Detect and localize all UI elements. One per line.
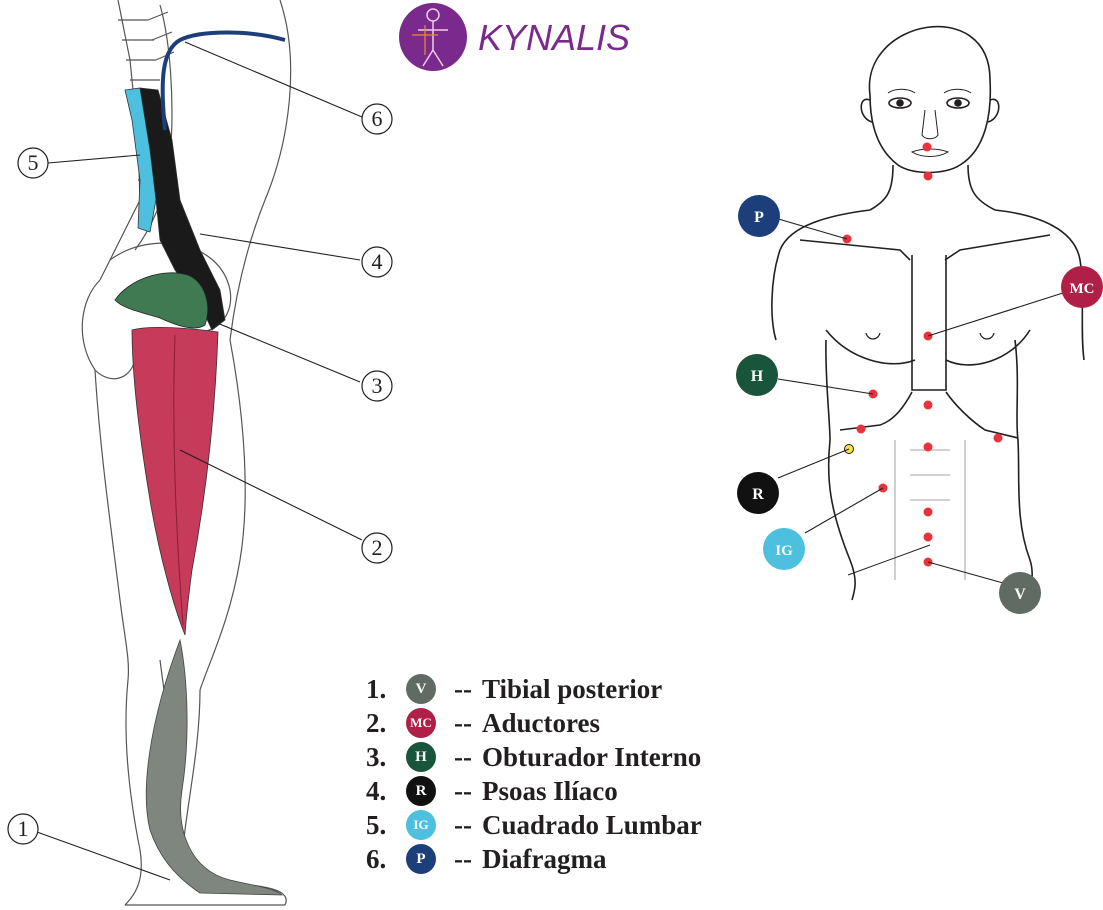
legend-badge: IG	[406, 810, 436, 840]
logo-text: KYNALIS	[478, 17, 630, 58]
nose	[922, 110, 938, 139]
badge-ig: IG	[763, 528, 805, 570]
rib-line	[840, 392, 1018, 438]
left-nipple	[866, 333, 880, 339]
legend-row: 5. IG -- Cuadrado Lumbar	[366, 808, 702, 842]
legend-separator: --	[454, 742, 472, 773]
spine-outline	[100, 0, 140, 280]
legend-number: 4.	[366, 776, 406, 807]
callout-6: 6	[362, 104, 392, 134]
kynalis-logo: KYNALIS	[399, 3, 630, 71]
leg-muscles	[115, 33, 285, 896]
badge-p: P	[738, 195, 780, 237]
head-outline	[869, 27, 990, 173]
badge-h: H	[736, 354, 778, 396]
legend-separator: --	[454, 810, 472, 841]
legend-number: 1.	[366, 674, 406, 705]
torso-outline-right	[1015, 340, 1032, 600]
legend-muscle-name: Tibial posterior	[482, 674, 662, 705]
callout-4: 4	[362, 247, 392, 277]
svg-text:P: P	[754, 209, 764, 226]
muscle-legend: 1. V -- Tibial posterior 2. MC -- Aducto…	[366, 672, 702, 876]
svg-text:1: 1	[18, 816, 29, 841]
legend-badge: P	[406, 844, 436, 874]
legend-muscle-name: Obturador Interno	[482, 742, 701, 773]
svg-text:H: H	[751, 368, 764, 385]
badge-r: R	[737, 472, 779, 514]
callout-2: 2	[362, 533, 392, 563]
legend-number: 5.	[366, 810, 406, 841]
legend-separator: --	[454, 674, 472, 705]
right-nipple	[980, 333, 994, 339]
muscle-diafragma	[163, 33, 285, 131]
legend-row: 6. P -- Diafragma	[366, 842, 702, 876]
thigh-outline	[95, 370, 128, 680]
legend-number: 3.	[366, 742, 406, 773]
svg-text:3: 3	[372, 373, 383, 398]
torso-outline-left	[826, 340, 855, 600]
legend-badge: H	[406, 742, 436, 772]
svg-text:4: 4	[372, 249, 383, 274]
badge-v: V	[999, 572, 1041, 614]
legend-badge: V	[406, 674, 436, 704]
muscle-obturador	[115, 273, 208, 328]
legend-row: 2. MC -- Aductores	[366, 706, 702, 740]
legend-muscle-name: Diafragma	[482, 844, 606, 875]
muscle-tibial-posterior	[146, 640, 282, 895]
legend-badge: R	[406, 776, 436, 806]
svg-text:IG: IG	[775, 543, 793, 559]
legend-muscle-name: Psoas Ilíaco	[482, 776, 618, 807]
legend-muscle-name: Aductores	[482, 708, 600, 739]
svg-text:5: 5	[28, 150, 39, 175]
legend-separator: --	[454, 776, 472, 807]
svg-text:V: V	[1014, 586, 1026, 603]
svg-text:2: 2	[372, 535, 383, 560]
legend-separator: --	[454, 844, 472, 875]
svg-text:R: R	[752, 486, 764, 503]
legend-muscle-name: Cuadrado Lumbar	[482, 810, 702, 841]
legend-badge: MC	[406, 708, 436, 738]
torso-badges: P MC H R IG V	[736, 195, 1103, 614]
legend-row: 4. R -- Psoas Ilíaco	[366, 774, 702, 808]
torso-points	[843, 143, 1003, 567]
legend-row: 1. V -- Tibial posterior	[366, 672, 702, 706]
svg-text:MC: MC	[1070, 281, 1095, 297]
callout-3: 3	[362, 371, 392, 401]
badge-mc: MC	[1061, 266, 1103, 308]
callout-1: 1	[8, 814, 38, 844]
callout-5: 5	[18, 148, 48, 178]
calf-outline	[125, 680, 141, 905]
legend-separator: --	[454, 708, 472, 739]
legend-number: 6.	[366, 844, 406, 875]
svg-text:6: 6	[372, 106, 383, 131]
legend-number: 2.	[366, 708, 406, 739]
legend-row: 3. H -- Obturador Interno	[366, 740, 702, 774]
